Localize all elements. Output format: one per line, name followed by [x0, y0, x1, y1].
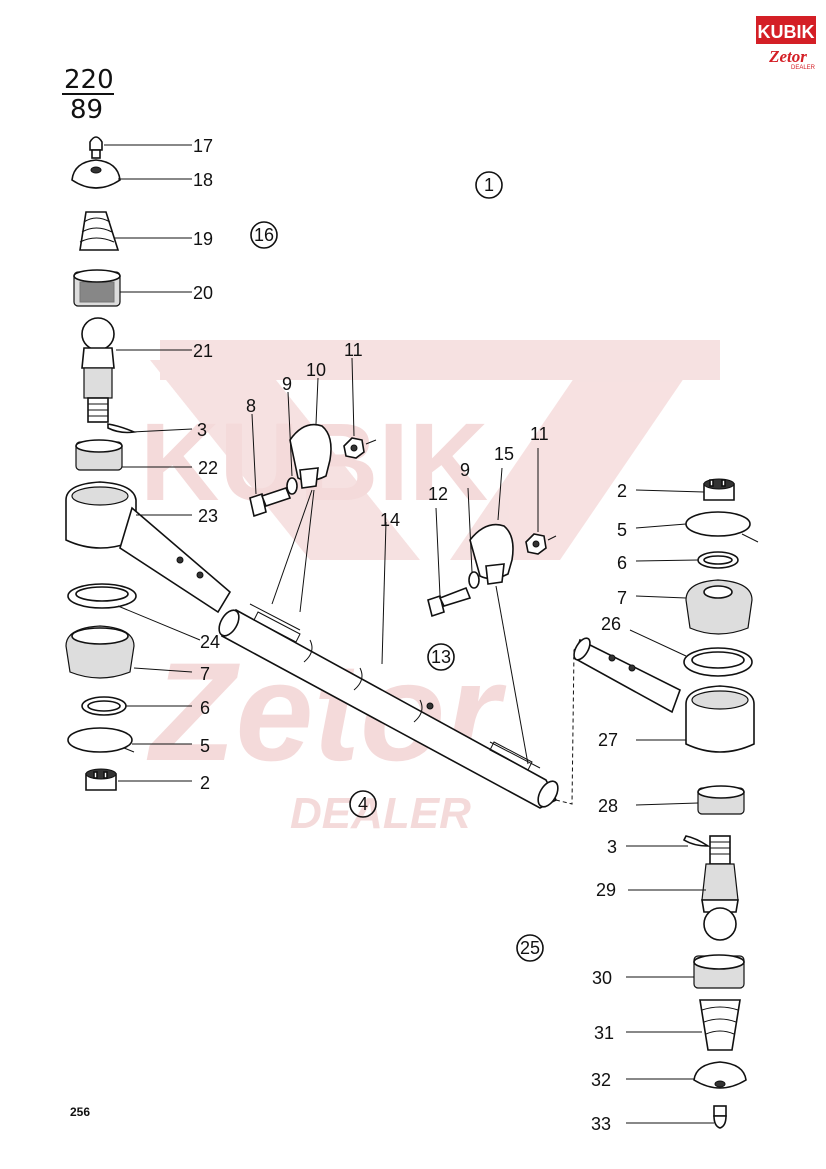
- callout-11-left: 11: [344, 340, 363, 360]
- kubik-zetor-logo: KUBIK Zetor DEALER: [756, 16, 816, 71]
- part-31-spring: [699, 999, 741, 1051]
- callout-9-left: 9: [282, 374, 292, 394]
- part-2-castle-nut-left: [85, 768, 117, 791]
- part-17-grease-nipple: [89, 136, 103, 159]
- part-2-castle-nut-right: [703, 478, 735, 501]
- part-24-seal-ring: [67, 583, 137, 609]
- svg-text:16: 16: [254, 225, 274, 245]
- part-7-boot-right: [685, 579, 753, 635]
- part-22-bushing: [75, 439, 123, 471]
- callout-17: 17: [193, 136, 213, 156]
- part-9-washer-right: [468, 571, 480, 589]
- part-11-nut-left: [343, 437, 365, 459]
- callout-2-right: 2: [617, 481, 627, 501]
- fraction-denominator: 89: [70, 95, 103, 125]
- callout-6-right: 6: [617, 553, 627, 573]
- callout-10: 10: [306, 360, 326, 380]
- right-tie-rod-end-assembly: 2 5 6 7 26 27 28 3 29 30 31 32 33: [573, 478, 759, 1134]
- part-33-grease-nipple: [713, 1105, 727, 1129]
- part-6-washer-left: [81, 696, 127, 716]
- callout-3-left: 3: [197, 420, 207, 440]
- svg-text:25: 25: [520, 938, 540, 958]
- part-20-bearing-ring: [73, 269, 121, 307]
- callout-24: 24: [200, 632, 220, 652]
- callout-29: 29: [596, 880, 616, 900]
- callout-22: 22: [198, 458, 218, 478]
- callout-5-left: 5: [200, 736, 210, 756]
- group-marker-25: 25: [516, 934, 544, 962]
- svg-text:1: 1: [484, 175, 494, 195]
- part-11-nut-right: [525, 533, 547, 555]
- logo-dealer: DEALER: [791, 65, 816, 71]
- callout-6-left: 6: [200, 698, 210, 718]
- part-26-seal: [683, 647, 753, 677]
- tie-rod-tube-assembly: 14 8 9 10 11: [218, 340, 585, 809]
- part-9-washer-left: [286, 477, 298, 495]
- fraction-numerator: 220: [64, 65, 114, 95]
- callout-20: 20: [193, 283, 213, 303]
- callout-26: 26: [601, 614, 621, 634]
- callout-2-left: 2: [200, 773, 210, 793]
- logo-zetor: Zetor: [768, 47, 807, 66]
- svg-text:13: 13: [431, 647, 451, 667]
- part-15-clamp-right: [469, 523, 514, 585]
- part-3-cotter-pin-left: [107, 423, 137, 434]
- part-5-spring-ring-left: [67, 727, 135, 753]
- callout-7-right: 7: [617, 588, 627, 608]
- callout-11-right: 11: [530, 424, 549, 444]
- callout-27: 27: [598, 730, 618, 750]
- page-number: 256: [70, 1105, 90, 1119]
- callout-33: 33: [591, 1114, 611, 1134]
- callout-12: 12: [428, 484, 448, 504]
- part-6-washer-right: [697, 551, 739, 569]
- part-30-bearing-ring: [693, 954, 745, 989]
- part-18-cap: [71, 159, 121, 189]
- callout-8: 8: [246, 396, 256, 416]
- callout-5-right: 5: [617, 520, 627, 540]
- part-27-tie-rod-end: [573, 637, 755, 753]
- part-14-tube: [218, 603, 559, 809]
- callout-31: 31: [594, 1023, 614, 1043]
- group-marker-1: 1: [475, 171, 503, 199]
- callout-23: 23: [198, 506, 218, 526]
- group-marker-4: 4: [349, 790, 377, 818]
- callout-3-right: 3: [607, 837, 617, 857]
- callout-19: 19: [193, 229, 213, 249]
- left-tie-rod-end-assembly: 17 18 19 20 21 3 22 23 24 7 6 5 2: [65, 136, 232, 793]
- part-23-tie-rod-end: [65, 481, 232, 614]
- part-5-spring-ring-right: [685, 511, 759, 543]
- callout-7-left: 7: [200, 664, 210, 684]
- callout-28: 28: [598, 796, 618, 816]
- part-19-spring: [79, 211, 120, 251]
- part-21-ball-pin: [81, 317, 115, 423]
- catalog-reference: 220 89: [62, 65, 114, 125]
- part-12-bolt-right: [427, 586, 472, 618]
- group-marker-16: 16: [250, 221, 278, 249]
- callout-30: 30: [592, 968, 612, 988]
- callout-21: 21: [193, 341, 213, 361]
- callout-32: 32: [591, 1070, 611, 1090]
- part-29-ball-pin: [701, 835, 739, 941]
- callout-14: 14: [380, 510, 400, 530]
- part-28-bushing: [697, 785, 745, 815]
- part-32-cap: [693, 1061, 747, 1089]
- logo-brand: KUBIK: [758, 22, 815, 42]
- callout-9-right: 9: [460, 460, 470, 480]
- group-marker-13: 13: [427, 643, 455, 671]
- part-3-cotter-pin-right: [682, 835, 711, 847]
- svg-text:4: 4: [358, 794, 368, 814]
- part-8-bolt-left: [249, 487, 292, 518]
- dealer-watermark: KUBIK Zetor DEALER: [140, 340, 720, 838]
- callout-15: 15: [494, 444, 514, 464]
- callout-18: 18: [193, 170, 213, 190]
- part-7-boot-left: [65, 625, 135, 679]
- watermark-dealer: DEALER: [290, 789, 471, 838]
- part-10-clamp-left: [289, 423, 332, 489]
